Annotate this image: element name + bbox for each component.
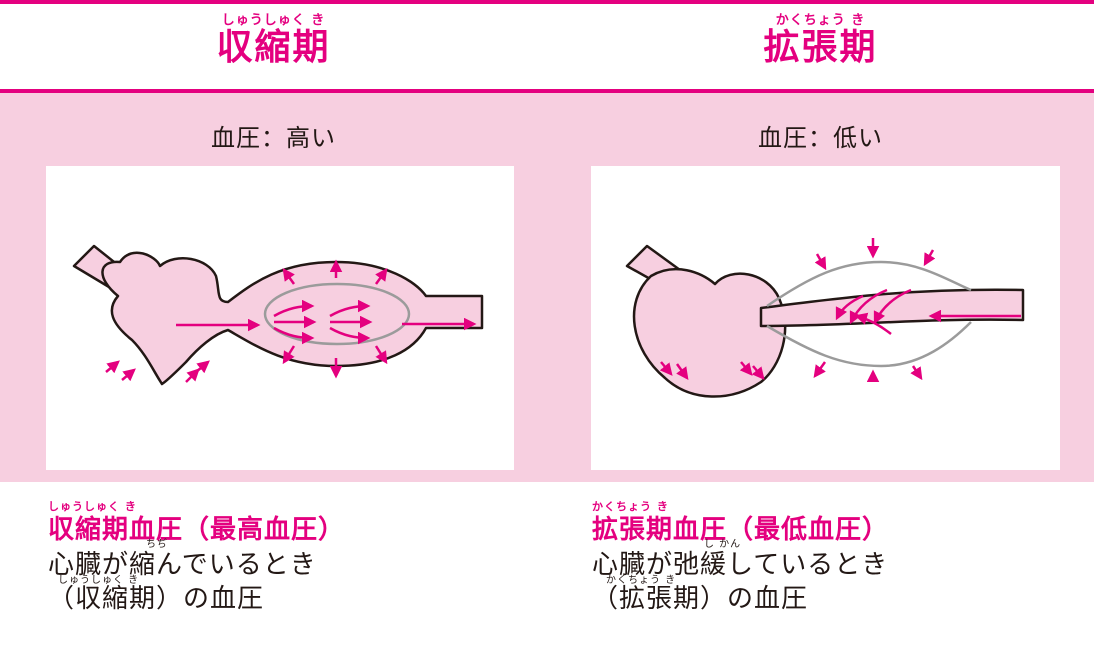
- systole-bp-label: 血圧：高い: [211, 124, 336, 152]
- diastole-illustration-panel: [591, 166, 1060, 470]
- diastole-caption-line2-wrap: かくちょう き （拡張期）の血圧: [592, 576, 1072, 616]
- diastole-caption-line1-wrap: し かん 心臓が弛緩しているとき: [592, 540, 1072, 582]
- narrow-artery: [759, 288, 1025, 328]
- systole-header: しゅうしゅく き 収縮期: [0, 4, 547, 89]
- expansion-arrows: [105, 259, 388, 383]
- diastole-bp-label: 血圧：低い: [758, 124, 883, 152]
- systole-line1-ruby: ちぢ: [146, 539, 168, 550]
- systole-caption-line1-wrap: ちぢ 心臓が縮んでいるとき: [48, 540, 528, 582]
- systole-caption-line1: 心臓が縮んでいるとき: [48, 550, 317, 580]
- systole-caption-ruby: しゅうしゅく き: [48, 500, 137, 513]
- diastole-caption: かくちょう き 拡張期血圧（最低血圧） し かん 心臓が弛緩しているとき かくち…: [592, 500, 1072, 616]
- systole-title-ruby: しゅうしゅく き: [221, 13, 326, 28]
- top-accent-line: [0, 0, 1094, 4]
- backflow-arrows: [835, 288, 1021, 335]
- inflow-arrows: [659, 238, 936, 382]
- systole-caption-title: 収縮期血圧（最高血圧）: [48, 515, 346, 545]
- systole-illustration-panel: [46, 166, 514, 470]
- previous-vessel-outline-lower: [766, 321, 972, 368]
- diastole-caption-ruby: かくちょう き: [592, 500, 669, 513]
- diastole-line1-ruby: し かん: [704, 539, 742, 550]
- diastole-illustration: [625, 238, 1025, 398]
- diastole-title: 拡張期: [763, 27, 878, 68]
- diastole-title-ruby: かくちょう き: [775, 13, 866, 28]
- blood-flow-arrows: [176, 299, 477, 345]
- diastole-caption-line2: （拡張期）の血圧: [592, 584, 809, 614]
- contracted-heart-and-artery: [101, 251, 484, 386]
- systole-caption: しゅうしゅく き 収縮期血圧（最高血圧） ちぢ 心臓が縮んでいるとき しゅうしゅ…: [48, 500, 528, 616]
- systole-caption-line2-wrap: しゅうしゅく き （収縮期）の血圧: [48, 576, 528, 616]
- diastole-line2-ruby: かくちょう き: [606, 575, 677, 586]
- systole-illustration: [72, 244, 484, 386]
- systole-title: 収縮期: [216, 27, 331, 68]
- previous-vessel-outline: [766, 260, 972, 308]
- diastole-header: かくちょう き 拡張期: [547, 4, 1094, 89]
- systole-line2-ruby: しゅうしゅく き: [58, 575, 140, 586]
- systole-caption-line2: （収縮期）の血圧: [48, 584, 265, 614]
- resting-vessel-outline: [263, 282, 411, 346]
- diastole-caption-title: 拡張期血圧（最低血圧）: [592, 515, 890, 545]
- diastole-caption-line1: 心臓が弛緩しているとき: [592, 550, 889, 580]
